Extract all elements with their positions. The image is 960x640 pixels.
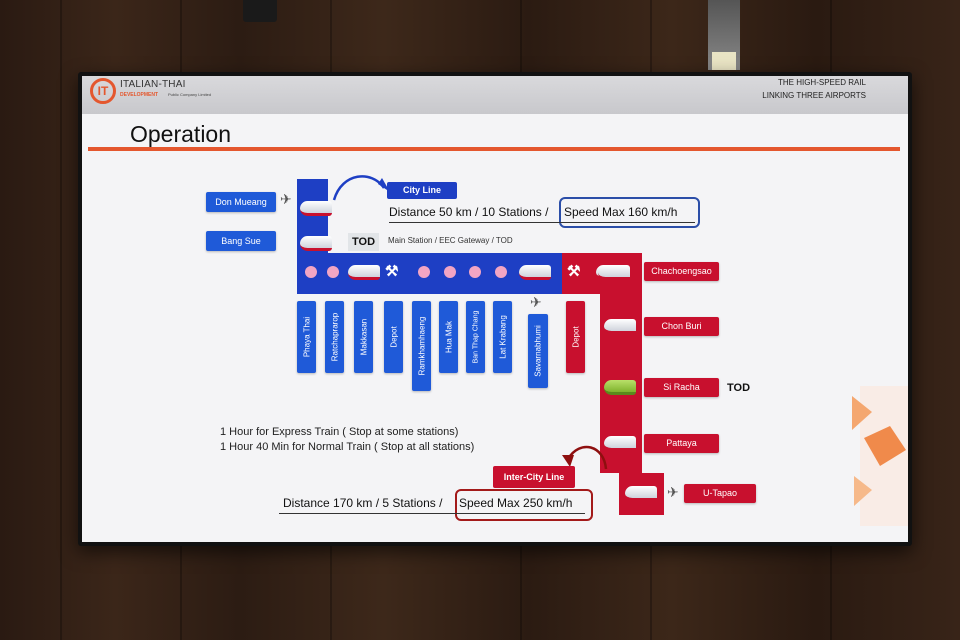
company-subtitle: DEVELOPMENT — [120, 92, 159, 98]
city-line-speed: Speed Max 160 km/h — [564, 205, 678, 219]
intercity-line-distance: Distance 170 km / 5 Stations / — [283, 496, 443, 510]
depot-tools-icon: ⚒ — [385, 263, 399, 280]
station-hua-mak: Hua Mak — [439, 301, 458, 373]
station-dot — [305, 266, 317, 278]
station-ratchaprarop: Ratchaprarop — [325, 301, 344, 373]
station-chachoengsao: Chachoengsao — [644, 262, 719, 281]
city-line-label: City Line — [387, 182, 457, 199]
station-savarnabhumi: Savarnabhumi — [528, 314, 548, 388]
train-icon — [519, 265, 551, 280]
station-dot — [495, 266, 507, 278]
intercity-line-arrow-icon — [562, 445, 608, 470]
train-icon — [604, 436, 636, 451]
slide-title: Operation — [130, 121, 232, 147]
train-icon — [604, 319, 636, 334]
normal-note: 1 Hour 40 Min for Normal Train ( Stop at… — [220, 441, 475, 453]
station-makkasan: Makkasan — [354, 301, 373, 373]
train-icon — [625, 486, 657, 501]
si-racha-tod: TOD — [727, 382, 751, 394]
train-icon — [348, 265, 380, 280]
station-dot — [327, 266, 339, 278]
title-divider — [88, 147, 900, 151]
city-line-arrow-icon — [332, 175, 390, 201]
lamp-light — [712, 52, 736, 70]
train-icon — [604, 380, 636, 395]
station-dot — [444, 266, 456, 278]
depot-intercity: Depot — [566, 301, 585, 373]
airport-icon: ✈ — [280, 191, 292, 207]
depot-tools-icon: ⚒ — [567, 263, 581, 280]
airport-icon: ✈ — [530, 294, 542, 310]
tod-note: Main Station / EEC Gateway / TOD — [388, 236, 513, 245]
intercity-line-underline — [279, 513, 585, 514]
city-line-underline — [389, 222, 695, 223]
company-logo-icon: IT — [90, 78, 116, 104]
train-icon — [300, 236, 332, 251]
airport-icon: ✈ — [667, 484, 679, 500]
station-chon-buri: Chon Buri — [644, 317, 719, 336]
tod-label: TOD — [348, 233, 380, 251]
intercity-line-speed-highlight — [455, 489, 593, 521]
train-icon — [300, 201, 332, 216]
station-don-mueang: Don Mueang — [206, 192, 276, 212]
train-icon — [598, 265, 630, 280]
intercity-line-speed: Speed Max 250 km/h — [459, 496, 573, 510]
station-phaya-thai: Phaya Thai — [297, 301, 316, 373]
presentation-slide: IT ITALIAN-THAI DEVELOPMENT Public Compa… — [82, 76, 908, 542]
decorative-shapes — [852, 386, 908, 526]
station-bang-sue: Bang Sue — [206, 231, 276, 251]
ceiling-device — [243, 0, 277, 22]
station-si-racha: Si Racha — [644, 378, 719, 397]
station-ban-thap-chang: Ban Thap Chang — [466, 301, 485, 373]
project-title-line1: THE HIGH-SPEED RAIL — [777, 78, 866, 87]
station-lat-krabang: Lat Krabang — [493, 301, 512, 373]
city-line-distance: Distance 50 km / 10 Stations / — [389, 205, 549, 219]
company-name: ITALIAN-THAI — [120, 79, 186, 90]
station-ramkhamhaeng: Ramkhamhaeng — [412, 301, 431, 391]
station-pattaya: Pattaya — [644, 434, 719, 453]
project-title-line2: LINKING THREE AIRPORTS — [762, 91, 866, 100]
slide-header-bar: IT ITALIAN-THAI DEVELOPMENT Public Compa… — [82, 76, 908, 114]
company-subtitle-2: Public Company Limited — [168, 92, 212, 97]
express-note: 1 Hour for Express Train ( Stop at some … — [220, 426, 459, 438]
city-line-speed-highlight — [559, 197, 700, 228]
station-dot — [469, 266, 481, 278]
wall-panel-seam — [60, 0, 62, 640]
station-dot — [418, 266, 430, 278]
station-u-tapao: U-Tapao — [684, 484, 756, 503]
intercity-line-label: Inter-City Line — [493, 466, 575, 488]
depot-city: Depot — [384, 301, 403, 373]
